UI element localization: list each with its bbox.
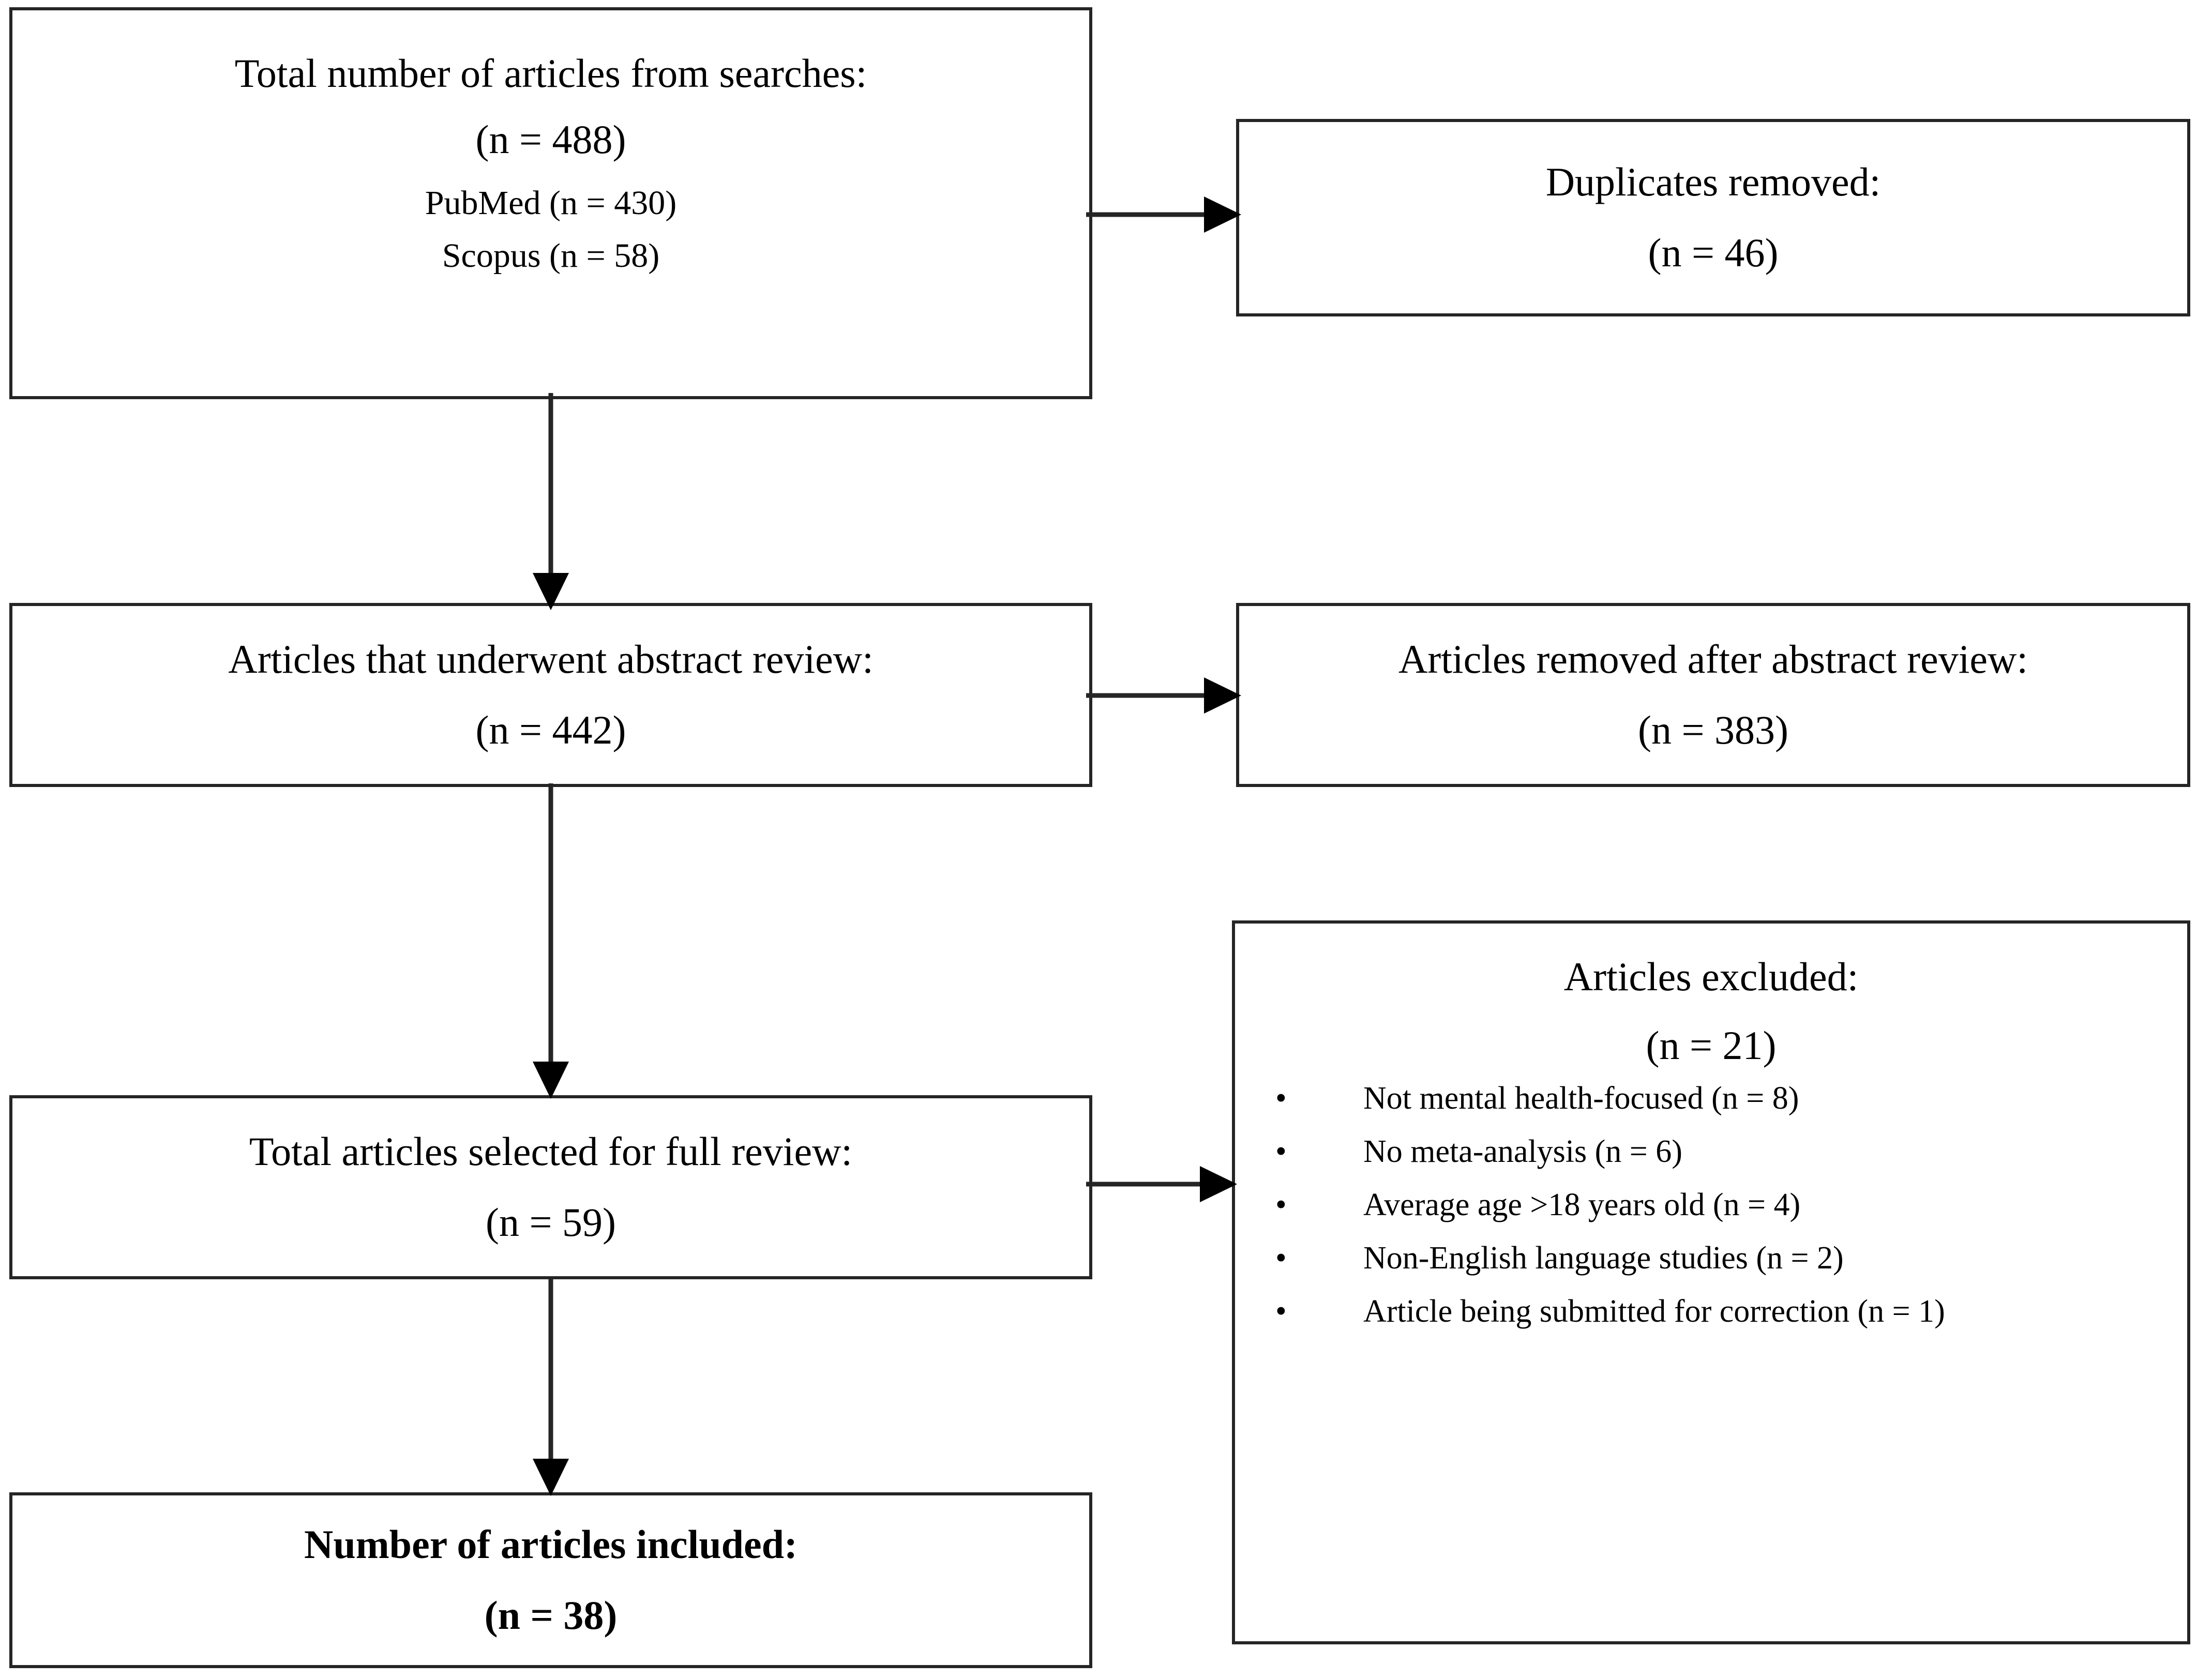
excluded-reason-text: Non-English language studies (n = 2) (1363, 1240, 1844, 1276)
box-number-of-articles-included: Number of articles included: (n = 38) (9, 1492, 1092, 1668)
arrow-searches-to-duplicates (1086, 191, 1241, 238)
removed-abstract-title: Articles removed after abstract review: (1398, 637, 2028, 682)
included-title: Number of articles included: (304, 1522, 797, 1567)
list-item: • Not mental health-focused (n = 8) (1235, 1080, 2187, 1116)
excluded-reason-text: Article being submitted for correction (… (1363, 1293, 1945, 1329)
arrow-abstract-review-to-full-review (528, 783, 574, 1099)
full-review-title: Total articles selected for full review: (249, 1129, 853, 1174)
list-item: • No meta-analysis (n = 6) (1235, 1135, 2187, 1169)
excluded-reason-text: No meta-analysis (n = 6) (1363, 1133, 1682, 1169)
excluded-reasons-list: • Not mental health-focused (n = 8) • No… (1235, 1080, 2187, 1348)
box-articles-excluded: Articles excluded: (n = 21) • Not mental… (1232, 920, 2190, 1644)
box-duplicates-removed: Duplicates removed: (n = 46) (1236, 119, 2190, 316)
abstract-review-title: Articles that underwent abstract review: (228, 637, 874, 682)
included-count: (n = 38) (484, 1593, 618, 1638)
excluded-reason-text: Average age >18 years old (n = 4) (1363, 1187, 1801, 1222)
searches-title: Total number of articles from searches: (234, 50, 867, 96)
arrow-full-review-to-included (528, 1276, 574, 1496)
box-articles-abstract-review: Articles that underwent abstract review:… (9, 603, 1092, 787)
searches-source-scopus: Scopus (n = 58) (442, 236, 660, 275)
list-item: • Average age >18 years old (n = 4) (1235, 1188, 2187, 1222)
box-total-articles-full-review: Total articles selected for full review:… (9, 1095, 1092, 1279)
duplicates-count: (n = 46) (1648, 230, 1779, 275)
arrow-full-review-to-excluded (1086, 1161, 1237, 1207)
removed-abstract-count: (n = 383) (1638, 707, 1788, 752)
excluded-title: Articles excluded: (1563, 954, 1859, 999)
full-review-count: (n = 59) (486, 1200, 616, 1245)
bullet-icon: • (1275, 1293, 1287, 1329)
searches-count: (n = 488) (475, 117, 626, 162)
arrow-abstract-review-to-removed (1086, 672, 1241, 719)
bullet-icon: • (1275, 1133, 1287, 1169)
searches-source-pubmed: PubMed (n = 430) (425, 184, 677, 222)
abstract-review-count: (n = 442) (475, 707, 626, 752)
arrow-searches-to-abstract-review (528, 393, 574, 610)
bullet-icon: • (1275, 1080, 1287, 1116)
bullet-icon: • (1275, 1240, 1287, 1276)
list-item: • Non-English language studies (n = 2) (1235, 1240, 2187, 1276)
bullet-icon: • (1275, 1187, 1287, 1222)
list-item: • Article being submitted for correction… (1235, 1293, 2187, 1329)
excluded-reason-text: Not mental health-focused (n = 8) (1363, 1080, 1799, 1116)
box-articles-removed-after-abstract-review: Articles removed after abstract review: … (1236, 603, 2190, 787)
duplicates-title: Duplicates removed: (1545, 159, 1881, 205)
excluded-count: (n = 21) (1646, 1022, 1777, 1068)
box-total-articles-from-searches: Total number of articles from searches: … (9, 7, 1092, 399)
